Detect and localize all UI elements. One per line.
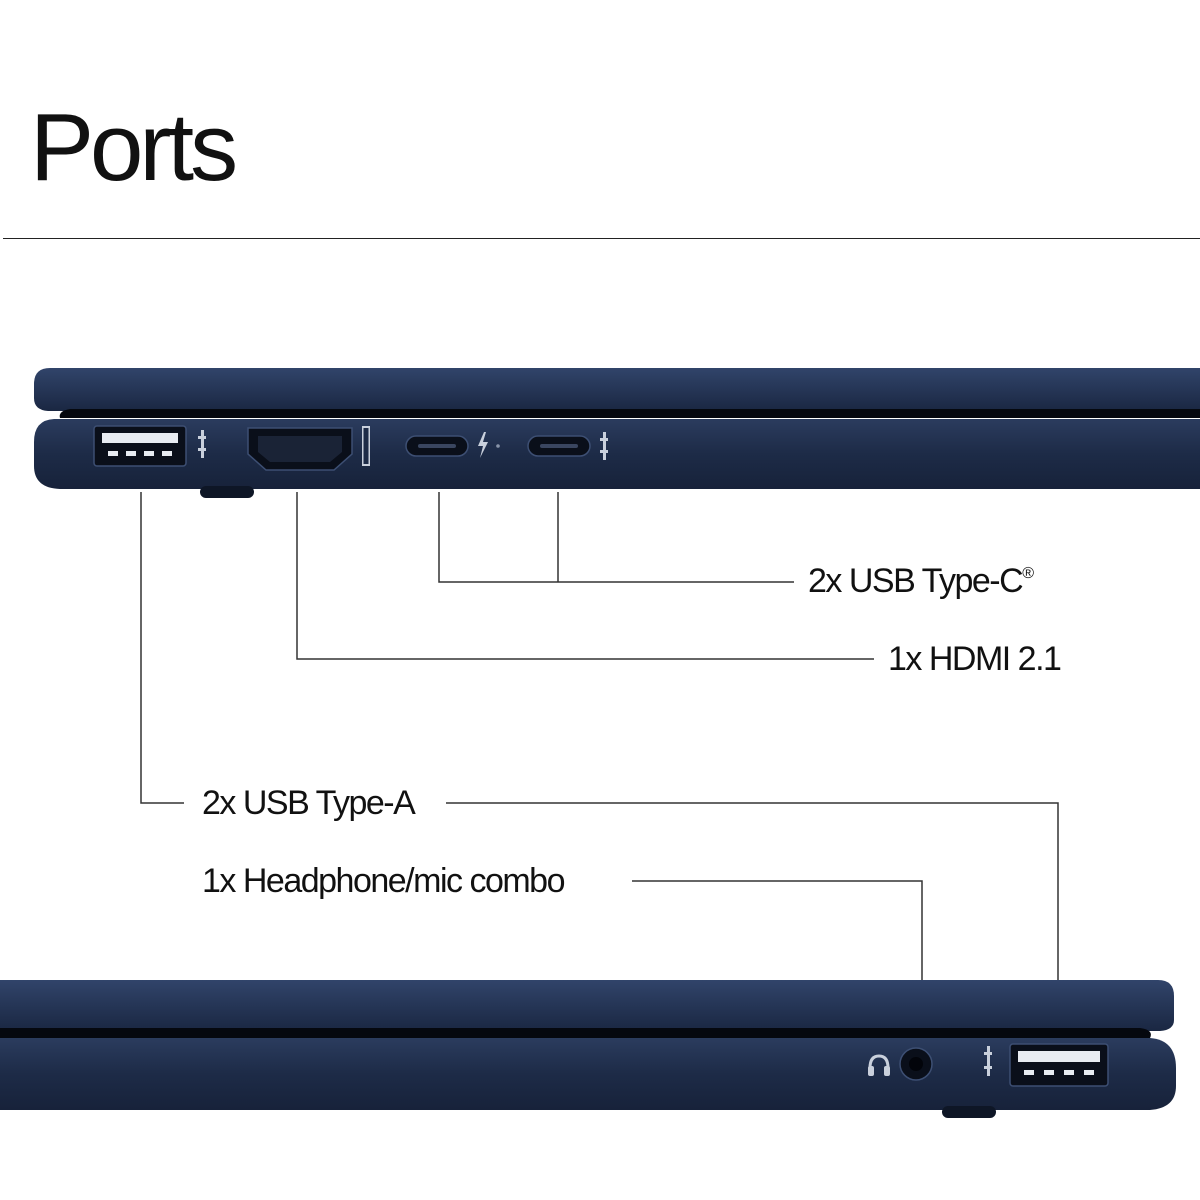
- leader-lines: [140, 492, 1059, 980]
- usb-a-port-right: [1009, 1043, 1109, 1087]
- usb-icon: [198, 430, 206, 458]
- lid-top: [34, 368, 1200, 411]
- base-top: [34, 419, 1200, 489]
- hinge-gap: [59, 409, 1200, 418]
- indicator-dot: [496, 444, 500, 448]
- headphone-icon: [868, 1054, 890, 1076]
- page-title: Ports: [30, 94, 238, 201]
- usb-c-label: 2x USB Type-C®: [808, 562, 1034, 600]
- hdmi-port: [247, 427, 353, 471]
- rubber-foot: [200, 486, 254, 498]
- title-divider: [3, 238, 1200, 239]
- lid-top: [0, 980, 1174, 1031]
- leader-audio: [632, 880, 923, 980]
- usb-icon: [600, 432, 608, 460]
- usb-c-port-2: [527, 435, 591, 457]
- usb-c-port-1: [405, 435, 469, 457]
- audio-label: 1x Headphone/mic combo: [202, 862, 566, 900]
- usb-a-port-left: [93, 425, 187, 467]
- base-top: [0, 1038, 1176, 1110]
- leader-hdmi: [296, 492, 874, 660]
- thunderbolt-icon: [478, 432, 488, 458]
- hdmi-icon: [362, 426, 370, 466]
- hinge-gap: [0, 1028, 1151, 1038]
- laptop-right-side: [0, 980, 1176, 1118]
- rubber-foot: [942, 1106, 996, 1118]
- leader-usb-c-1: [438, 492, 794, 583]
- hdmi-label: 1x HDMI 2.1: [888, 640, 1062, 678]
- laptop-left-side: [34, 368, 1200, 498]
- leader-usb-a-left: [140, 492, 184, 804]
- leader-usb-a-right: [446, 802, 1059, 980]
- usb-a-label: 2x USB Type-A: [202, 784, 416, 822]
- headphone-jack: [899, 1047, 933, 1081]
- usb-icon: [984, 1046, 992, 1076]
